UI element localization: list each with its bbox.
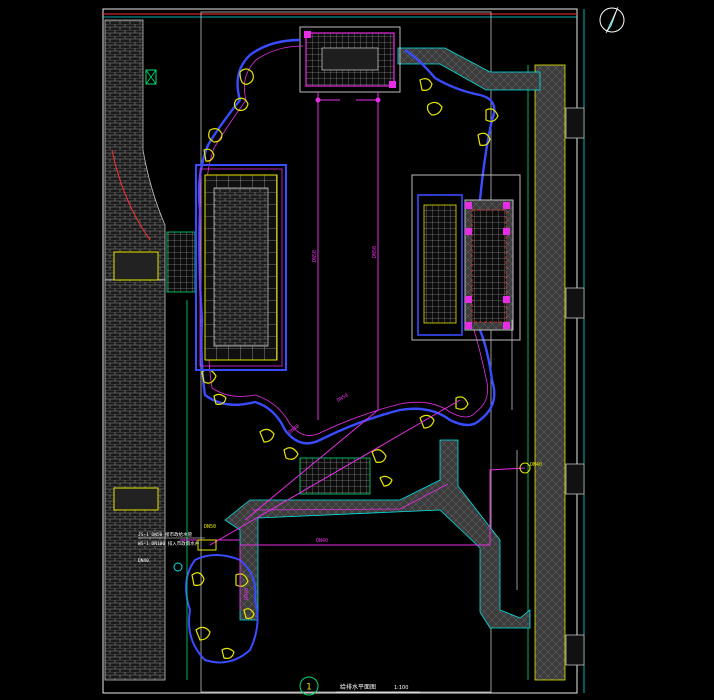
wall-box-cross: [145, 69, 157, 85]
right-pavilion-right-core: [471, 209, 507, 323]
title-block: 1 给排水平面图 1:100: [299, 676, 420, 696]
water-pipes: [180, 92, 526, 610]
right-pavilion-outer: [411, 174, 521, 341]
valve-top-left: [315, 97, 321, 103]
gate-pillar-lower: [113, 487, 159, 511]
pipe-label-diag-a: DN50: [336, 393, 349, 404]
callout-2: WS-1 DN100 排入市政雨水井: [138, 540, 200, 547]
lower-steps: [299, 457, 371, 495]
left-wall-upper: [104, 19, 166, 281]
right-pavilion-post-2: [503, 202, 510, 209]
callout-group: JS-1 DN50 接市政给水管 WS-1 DN100 排入市政雨水井 DN40: [138, 531, 217, 564]
right-pavilion-left-grid: [423, 204, 457, 324]
right-pavilion-post-8: [503, 322, 510, 329]
pipe-label-lower-vertical: DN40: [244, 588, 250, 600]
sheet-number: 1: [306, 683, 312, 693]
top-walkway: [397, 47, 541, 91]
top-pavilion-post-br: [389, 81, 396, 88]
right-wall-niche-2: [565, 287, 585, 319]
top-pavilion-post-tl: [304, 31, 311, 38]
drawing-title: 给排水平面图: [340, 683, 376, 691]
pipe-label-diag-b: DN40: [288, 423, 301, 435]
callout-1: JS-1 DN50 接市政给水管: [138, 531, 193, 538]
right-pavilion-post-6: [503, 296, 510, 303]
top-pavilion-inner: [305, 32, 395, 87]
pond-outline-inner: [205, 45, 489, 436]
right-pavilion-post-1: [465, 202, 472, 209]
pipe-label-lower-horizontal: DN40: [316, 538, 328, 544]
paved-path-y-inner: [251, 483, 449, 511]
drawing-frame: [102, 8, 578, 694]
drawing-scale: 1:100: [394, 685, 408, 691]
left-platform-outer: [195, 164, 287, 371]
right-pavilion-post-3: [465, 228, 472, 235]
left-wall-lower: [104, 279, 166, 681]
right-pavilion-post-7: [465, 322, 472, 329]
inspection-well: [519, 462, 531, 474]
meter-box: [197, 539, 217, 551]
right-pavilion-post-4: [503, 228, 510, 235]
left-wall-curve: [111, 149, 151, 241]
north-arrow-icon: [599, 6, 625, 34]
pipe-label-main-b: DN50: [372, 246, 378, 258]
pipe-label-left-short: DN50: [204, 524, 216, 530]
wall-box-icon: [145, 69, 157, 85]
valve-top-right: [375, 97, 381, 103]
top-pavilion-outer: [299, 26, 401, 93]
pipe-label-main-a: DN50: [312, 250, 318, 262]
outlet-marker: [173, 562, 183, 572]
sheet-number-circle: [299, 676, 319, 696]
top-pavilion-core: [321, 47, 379, 71]
right-wall-niche-1: [565, 107, 585, 139]
pipe-label-right-end: DN40: [530, 462, 542, 468]
right-pavilion-post-5: [465, 296, 472, 303]
right-wall: [534, 64, 566, 681]
left-platform-core: [213, 187, 269, 347]
left-steps: [166, 231, 196, 293]
left-platform-magenta: [199, 168, 283, 367]
right-wall-niche-3: [565, 463, 585, 495]
callout-3: DN40: [138, 558, 149, 564]
right-wall-niche-4: [565, 634, 585, 666]
gate-pillar-upper: [113, 251, 159, 281]
pond-rocks: [201, 68, 499, 487]
right-pavilion-left: [417, 194, 463, 336]
small-pond-rocks: [191, 572, 255, 659]
paved-path-y: [224, 439, 531, 629]
